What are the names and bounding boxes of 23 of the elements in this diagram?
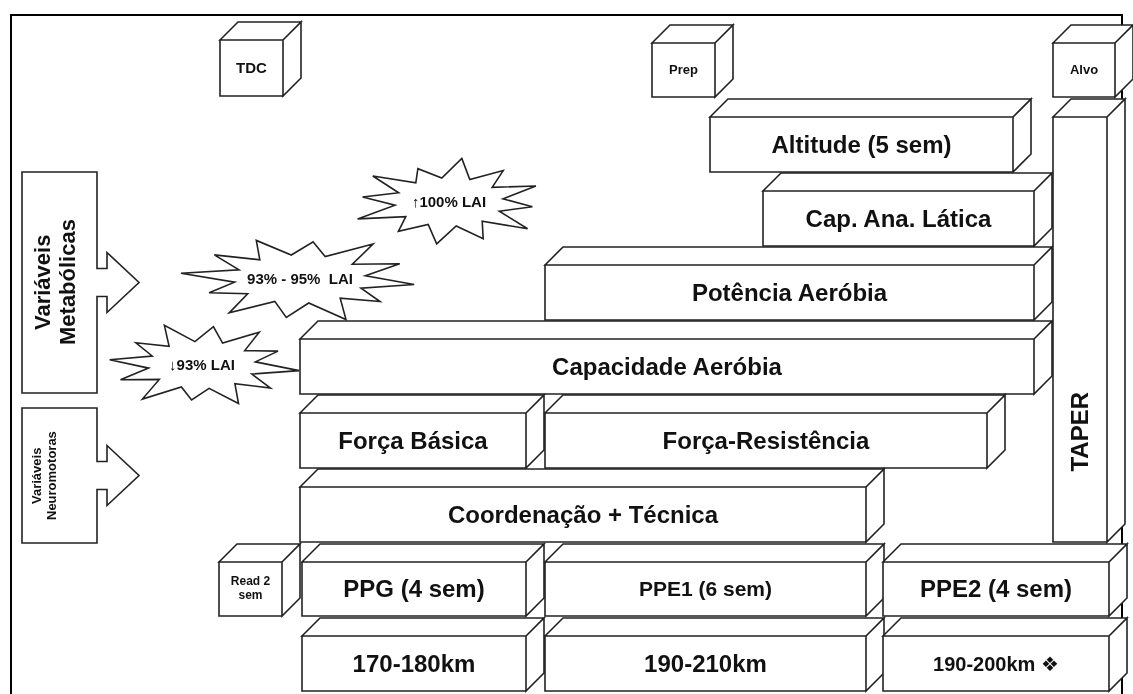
block-label: 190-210km xyxy=(643,649,768,678)
block-label: ↑100% LAI xyxy=(411,193,487,211)
block-label: Read 2 sem xyxy=(229,575,272,603)
block-label: Variáveis Neuromotoras xyxy=(30,430,60,522)
block-label: Coordenação + Técnica xyxy=(446,500,720,529)
block-label: TDC xyxy=(235,59,268,77)
block-label: Potência Aeróbia xyxy=(690,278,889,307)
block-label: Variáveis Metabólicas xyxy=(30,218,82,348)
block-label: TAPER xyxy=(1065,392,1094,472)
block-label: PPG (4 sem) xyxy=(342,575,486,603)
block-label: ↓93% LAI xyxy=(169,356,235,374)
block-label: Altitude (5 sem) xyxy=(770,130,953,159)
block-label: Força-Resistência xyxy=(661,426,871,455)
block-label: PPE1 (6 sem) xyxy=(637,576,774,602)
block-label: 170-180km xyxy=(351,649,477,678)
block-label: Força Básica xyxy=(337,426,489,455)
block-label: 190-200km ❖ xyxy=(932,652,1060,675)
block-label: PPE2 (4 sem) xyxy=(918,575,1074,603)
block-label: Cap. Ana. Lática xyxy=(804,204,993,233)
block-label: 93% - 95% LAI xyxy=(247,270,353,288)
block-label: Prep xyxy=(668,62,699,78)
block-label: Alvo xyxy=(1068,62,1100,78)
block-label: Capacidade Aeróbia xyxy=(551,352,783,381)
